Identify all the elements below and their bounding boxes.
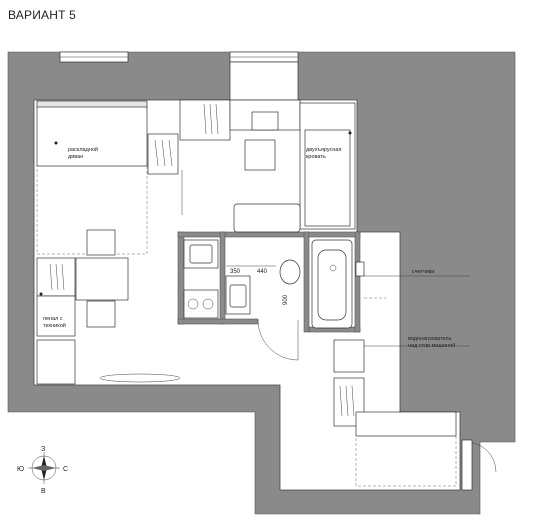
entry-shelf	[355, 411, 457, 437]
partition-bath-right	[303, 231, 310, 333]
sofa-label-1: раскладной	[68, 146, 98, 153]
burner-1	[187, 298, 199, 310]
compass-north: З	[41, 446, 45, 453]
partition-meters	[354, 231, 361, 333]
meters-box	[355, 261, 365, 277]
window-niche	[229, 61, 299, 101]
rug	[99, 373, 181, 383]
bathroom-door-arc	[257, 319, 299, 361]
sofa-label-2: диван	[68, 154, 83, 160]
dim-350: 350	[230, 269, 241, 275]
toilet	[279, 259, 301, 285]
appliance-cabinet	[36, 257, 76, 297]
partition-kitchen-bottom	[177, 318, 259, 325]
front-door	[461, 439, 473, 491]
wardrobe-small	[147, 133, 179, 175]
sofa	[36, 105, 148, 167]
bunk-label-1: двухъярусная	[306, 147, 341, 153]
desk-chair	[244, 139, 276, 171]
cabinet-label-2: техникой	[43, 322, 66, 329]
chair-bottom	[86, 300, 116, 328]
washing-machine	[333, 339, 365, 373]
compass-south: В	[41, 488, 46, 495]
entry-area	[355, 435, 457, 487]
appliance-cabinet-lower	[36, 295, 76, 337]
bunk-label-2: кровать	[306, 154, 326, 160]
stove-counter	[183, 289, 219, 319]
dim-900: 900	[283, 294, 289, 305]
burner-2	[202, 298, 214, 310]
shelf-unit	[36, 339, 76, 385]
heater-label-1: водонагреватель	[408, 336, 452, 342]
compass-west: Ю	[17, 466, 24, 473]
cabinet-label-1: пенал с	[43, 316, 63, 322]
bunk-mattress	[304, 129, 351, 227]
chair-top	[86, 229, 116, 256]
meters-label: счетчики	[412, 269, 434, 275]
partition-bath-top	[177, 231, 361, 238]
compass: З В Ю С	[17, 446, 68, 495]
partition-bath-left	[219, 231, 226, 325]
plan-title: ВАРИАНТ 5	[8, 8, 77, 22]
bench	[233, 203, 301, 233]
kitchen-sink	[189, 244, 213, 264]
dim-440: 440	[257, 269, 268, 275]
sofa-back	[36, 100, 148, 108]
dining-table	[75, 257, 129, 301]
partition-kitchen	[177, 231, 185, 325]
heater-label-2: над стир.машиной	[408, 342, 455, 349]
monitor	[251, 111, 279, 131]
compass-east: С	[63, 466, 68, 473]
